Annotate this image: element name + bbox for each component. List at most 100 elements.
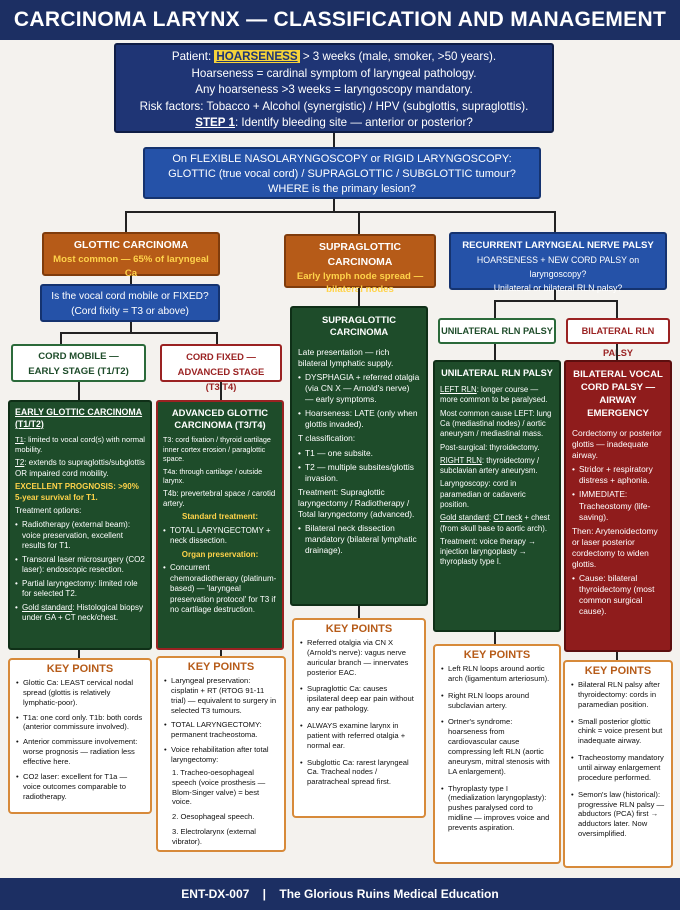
supraglottic-symptom: Hoarseness: LATE (only when glottis inva…: [298, 408, 420, 430]
key-point: Bilateral RLN palsy after thyroidectomy:…: [571, 680, 665, 710]
patient-presentation-box: Patient: HOARSENESS > 3 weeks (male, smo…: [114, 43, 554, 133]
unilateral-rln-title: UNILATERAL RLN PALSY: [441, 368, 553, 378]
hoarseness-highlight: HOARSENESS: [214, 50, 300, 63]
left-rln-key: LEFT RLN: [440, 385, 477, 395]
supraglottic-neck-dissection: Bilateral neck dissection mandatory (bil…: [298, 523, 420, 556]
early-treatment-options: Treatment options:: [15, 506, 82, 516]
key-point: Small posterior glottic chink = voice pr…: [571, 717, 665, 747]
step-1-label: STEP 1: [195, 116, 235, 129]
early-treatment-item: Radiotherapy (external beam): voice pres…: [15, 520, 145, 552]
early-glottic-title: EARLY GLOTTIC CARCINOMA (T1/T2): [15, 407, 143, 429]
key-point: Voice rehabilitation after total larynge…: [164, 745, 278, 765]
laryngoscopy-box: On FLEXIBLE NASOLARYNGOSCOPY or RIGID LA…: [143, 147, 541, 199]
cord-fixity-note: (Cord fixity = T3 or above): [71, 306, 189, 317]
left-rln-value: : longer course — more common to be para…: [440, 385, 548, 405]
supraglottic-detail-title: SUPRAGLOTTIC CARCINOMA: [322, 314, 396, 338]
key-points-supraglottic: KEY POINTS Referred otalgia via CN X (Ar…: [292, 618, 426, 818]
key-points-heading: KEY POINTS: [584, 665, 652, 677]
rln-title: RECURRENT LARYNGEAL NERVE PALSY: [462, 240, 654, 251]
advanced-glottic-title: ADVANCED GLOTTIC CARCINOMA (T3/T4): [171, 407, 269, 430]
cord-mobility-question: Is the vocal cord mobile or FIXED? (Cord…: [40, 284, 220, 322]
uni-gold-value: + chest (from skull base to aortic arch)…: [440, 513, 550, 533]
bilateral-rln-title: BILATERAL VOCAL CORD PALSY — AIRWAY EMER…: [573, 369, 663, 419]
key-point: Tracheostomy mandatory until airway enla…: [571, 753, 665, 783]
supraglottic-late-presentation: Late presentation — rich bilateral lymph…: [298, 346, 394, 368]
key-point: Ortner's syndrome: hoarseness from cardi…: [441, 717, 553, 776]
supraglottic-t-class-label: T classification:: [298, 433, 356, 444]
laryngoscopy-finding: Laryngoscopy: cord in paramedian or cada…: [440, 479, 526, 509]
supraglottic-carcinoma-box: SUPRAGLOTTIC CARCINOMA Early lymph node …: [284, 234, 436, 295]
key-point: CO2 laser: excellent for T1a — voice out…: [16, 772, 144, 802]
laryngoscopy-mandatory: Any hoarseness >3 weeks = laryngoscopy m…: [195, 83, 473, 96]
key-point: Left RLN loops around aortic arch (ligam…: [441, 664, 553, 684]
bilateral-rln-label: BILATERAL RLN PALSY: [566, 318, 670, 358]
cord-mobile-line-1: CORD MOBILE —: [38, 351, 119, 362]
footer-separator: |: [262, 887, 267, 901]
early-gold-standard: Gold standard: Histological biopsy under…: [15, 603, 145, 624]
key-point: Supraglottic Ca: causes ipsilateral deep…: [300, 684, 418, 714]
key-points-heading: KEY POINTS: [187, 661, 255, 673]
supraglottic-t-class: T1 — one subsite.: [298, 448, 420, 459]
bilateral-immediate: IMMEDIATE: Tracheostomy (life-saving).: [572, 489, 664, 522]
patient-label: Patient:: [171, 50, 215, 63]
key-point: Laryngeal preservation: cisplatin + RT (…: [164, 676, 278, 715]
advanced-t3: T3: cord fixation / thyroid cartilage in…: [163, 435, 271, 463]
page-footer: ENT-DX-007 | The Glorious Ruins Medical …: [0, 878, 680, 910]
advanced-glottic-box: ADVANCED GLOTTIC CARCINOMA (T3/T4) T3: c…: [156, 400, 284, 650]
voice-rehab-option: 1. Tracheo-oesophageal speech (voice pro…: [172, 767, 266, 807]
step-1-text: : Identify bleeding site — anterior or p…: [234, 116, 473, 129]
key-point: Semon's law (historical): progressive RL…: [571, 790, 665, 839]
bilateral-symptom: Stridor + respiratory distress + aphonia…: [572, 464, 664, 486]
supraglottic-title: SUPRAGLOTTIC CARCINOMA: [319, 242, 401, 268]
rln-question-1: HOARSENESS + NEW CORD PALSY on laryngosc…: [476, 255, 640, 279]
key-points-bilateral-rln: KEY POINTS Bilateral RLN palsy after thy…: [563, 660, 673, 868]
key-point: Glottic Ca: LEAST cervical nodal spread …: [16, 678, 144, 708]
key-point: T1a: one cord only. T1b: both cords (ant…: [16, 713, 144, 733]
rln-palsy-box: RECURRENT LARYNGEAL NERVE PALSY HOARSENE…: [449, 232, 667, 293]
key-point: Referred otalgia via CN X (Arnold's nerv…: [300, 638, 418, 677]
cord-mobile-line-2: EARLY STAGE (T1/T2): [28, 366, 129, 377]
uni-gold-ct: CT neck: [493, 513, 523, 523]
early-t2-value: : extends to supraglottis/subglottis OR …: [15, 458, 145, 478]
risk-factors: Risk factors: Tobacco + Alcohol (synergi…: [139, 99, 529, 113]
key-points-heading: KEY POINTS: [46, 663, 114, 675]
cardinal-symptom: Hoarseness = cardinal symptom of larynge…: [191, 66, 477, 80]
cord-fixed-box: CORD FIXED — ADVANCED STAGE (T3/T4): [160, 344, 282, 392]
left-most-common-cause: Most common cause LEFT: lung Ca (mediast…: [440, 408, 552, 439]
advanced-organ-label: Organ preservation:: [181, 549, 259, 559]
advanced-organ-item: Concurrent chemoradiotherapy (platinum-b…: [163, 563, 277, 616]
bilateral-rln-box: BILATERAL VOCAL CORD PALSY — AIRWAY EMER…: [564, 360, 672, 652]
rln-question-2: Unilateral or bilateral RLN palsy?: [493, 283, 623, 293]
advanced-standard-label: Standard treatment:: [181, 512, 258, 522]
key-point: Subglottic Ca: rarest laryngeal Ca. Trac…: [300, 758, 418, 788]
footer-code: ENT-DX-007: [181, 887, 250, 901]
right-rln-value: : thyroidectomy / subclavian artery aneu…: [440, 455, 540, 476]
bilateral-inadequate-airway: Cordectomy or posterior glottis — inadeq…: [572, 428, 662, 461]
key-points-unilateral-rln: KEY POINTS Left RLN loops around aortic …: [433, 644, 561, 864]
unilateral-rln-box: UNILATERAL RLN PALSY LEFT RLN: longer co…: [433, 360, 561, 632]
cord-fixed-line-1: CORD FIXED —: [186, 351, 256, 362]
bilateral-then: Then: Arytenoidectomy or laser posterior…: [572, 525, 658, 570]
laryngoscopy-line-2: GLOTTIC (true vocal cord) / SUPRAGLOTTIC…: [168, 168, 516, 181]
page-title: CARCINOMA LARYNX — CLASSIFICATION AND MA…: [0, 0, 680, 40]
early-prognosis: EXCELLENT PROGNOSIS: >90% 5-year surviva…: [15, 482, 139, 502]
advanced-t4b: T4b: prevertebral space / carotid artery…: [163, 488, 276, 508]
key-point: Right RLN loops around subclavian artery…: [441, 691, 553, 711]
early-treatment-item: Partial laryngectomy: limited role for s…: [15, 579, 145, 600]
key-point: TOTAL LARYNGECTOMY: permanent tracheosto…: [164, 720, 278, 740]
bilateral-cause: Cause: bilateral thyroidectomy (most com…: [572, 573, 664, 617]
early-gold-key: Gold standard: [22, 602, 73, 612]
early-t2-key: T2: [15, 458, 25, 468]
key-point: Anterior commissure involvement: worse p…: [16, 737, 144, 767]
key-points-heading: KEY POINTS: [463, 649, 531, 661]
laryngoscopy-line-1: On FLEXIBLE NASOLARYNGOSCOPY or RIGID LA…: [172, 153, 512, 165]
advanced-standard-item: TOTAL LARYNGECTOMY + neck dissection.: [163, 526, 277, 547]
supraglottic-detail-box: SUPRAGLOTTIC CARCINOMA Late presentation…: [290, 306, 428, 606]
voice-rehab-option: 2. Oesophageal speech.: [172, 812, 255, 822]
key-points-advanced-glottic: KEY POINTS Laryngeal preservation: cispl…: [156, 656, 286, 852]
laryngoscopy-line-3: WHERE is the primary lesion?: [268, 183, 416, 196]
early-treatment-item: Transoral laser microsurgery (CO2 laser)…: [15, 555, 145, 576]
right-rln-key: RIGHT RLN: [440, 455, 482, 465]
patient-criteria: > 3 weeks (male, smoker, >50 years).: [299, 50, 497, 63]
early-gold-value: : Histological biopsy under GA + CT neck…: [22, 602, 143, 623]
